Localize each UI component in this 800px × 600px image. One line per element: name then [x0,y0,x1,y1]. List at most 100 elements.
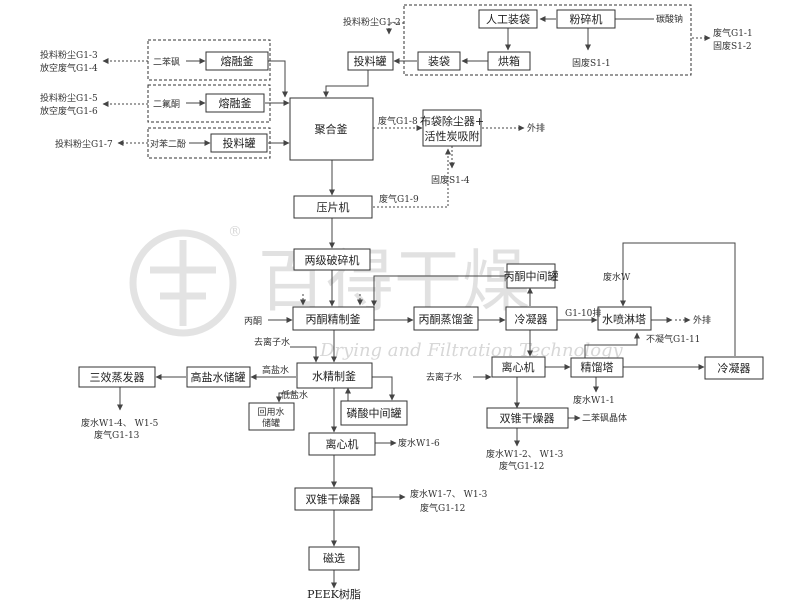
text-deionized-2: 去离子水 [426,371,462,383]
box-melt-kettle-2 [205,93,265,113]
group-sodium-carbonate [403,4,692,76]
label-crusher: 粉碎机 [570,12,603,26]
text-solid-s11: 固废S1-1 [572,57,611,69]
box-centrifuge-m [308,432,376,456]
box-water-spray [597,306,652,331]
box-acetone-refine [292,306,375,331]
box-feed-tank-left [210,133,268,153]
label-melt-kettle-1: 熔融釜 [221,54,254,68]
text-g113: 废气G1-13 [94,429,140,441]
label-centrifuge-m: 离心机 [326,437,359,451]
label-reuse-tank-1: 回用水 [257,406,284,418]
text-hydroquinone: 对苯二酚 [150,138,186,150]
text-high-salt: 高盐水 [262,364,289,376]
box-phosphoric-tank [340,400,408,426]
group-sulfone [147,39,271,81]
box-bag-filter [422,109,482,147]
label-tablet-press: 压片机 [317,200,350,214]
watermark-logo-icon [129,229,237,337]
box-double-cone-m [294,487,373,511]
solid-flows [117,16,736,589]
text-feed-dust-g17: 投料粉尘G1-7 [55,138,113,150]
label-drying-box: 烘箱 [498,54,520,68]
label-water-spray: 水喷淋塔 [602,313,646,326]
label-double-cone-r: 双锥干燥器 [500,412,555,425]
box-magnetic-sep [308,546,360,571]
label-bagging: 装袋 [428,54,450,68]
text-solid-s12: 固废S1-2 [713,40,752,52]
box-manual-bagging [478,9,538,29]
text-noncond-g111: 不凝气G1-11 [646,333,700,345]
label-condenser-1: 冷凝器 [515,312,548,326]
box-tablet-press [293,195,373,219]
text-g112-r: 废气G1-12 [499,460,544,472]
text-g13: 投料粉尘G1-3 [40,49,98,61]
label-acetone-refine: 丙酮精制釜 [306,312,361,326]
text-diphenyl-sulfone: 二苯砜 [153,56,180,68]
text-g14: 放空废气G1-4 [40,62,98,74]
text-difluoro: 二氟酮 [153,98,180,110]
box-double-cone-r [486,407,569,429]
text-gas-g18: 废气G1-8 [378,115,418,127]
text-w17-w13: 废水W1-7、 W1-3 [410,488,488,500]
label-acetone-tank: 丙酮中间罐 [504,270,559,283]
text-gas-g11: 废气G1-1 [713,27,753,39]
box-condenser-2 [704,356,764,380]
text-waste-water-w: 废水W [603,271,631,283]
label-polymer-kettle: 聚合釜 [315,122,348,136]
text-low-salt: 低盐水 [281,389,308,401]
text-waste-w16: 废水W1-6 [398,437,440,449]
box-acetone-tank [506,263,556,289]
text-g112-m: 废气G1-12 [420,502,465,514]
label-acetone-distill: 丙酮蒸馏釜 [419,312,474,326]
box-pulverizer [293,248,371,271]
text-sodium-carbonate: 碳酸钠 [656,13,683,25]
label-reuse-tank-2: 储罐 [262,417,280,429]
label-bag-filter-1: 布袋除尘器+ [420,114,484,128]
box-crusher [556,9,616,29]
label-bag-filter-2: 活性炭吸附 [425,129,480,143]
label-manual-bagging: 人工装袋 [486,12,530,26]
annotations: 碳酸钠 固废S1-1 废气G1-1 固废S1-2 投料粉尘G1-2 二苯砜 投料… [40,13,753,600]
text-waste-w11: 废水W1-1 [573,394,615,406]
label-pulverizer: 两级破碎机 [305,253,360,267]
text-g16: 放空废气G1-6 [40,105,98,117]
text-discharge-1: 外排 [527,122,545,134]
text-g15: 投料粉尘G1-5 [40,92,98,104]
text-acetone-in: 丙酮 [244,316,262,327]
text-feed-dust-g12: 投料粉尘G1-2 [343,16,401,28]
box-brine-tank [186,366,251,388]
label-brine-tank: 高盐水储罐 [191,370,246,384]
watermark: 百得干燥 Drying and Filtration Technology ® [129,224,624,361]
text-w14-w15: 废水W1-4、 W1-5 [81,417,159,429]
label-melt-kettle-2: 熔融釜 [219,96,252,110]
label-distill-tower: 精馏塔 [581,360,614,374]
watermark-reg: ® [228,224,242,240]
text-w12-w13: 废水W1-2、 W1-3 [486,448,564,460]
box-feed-tank-top [347,51,394,71]
label-feed-tank-left: 投料罐 [223,136,256,150]
text-discharge-2: 外排 [693,314,711,326]
label-double-cone-m: 双锥干燥器 [306,493,361,506]
box-water-refine [296,362,373,389]
box-polymer-kettle [289,97,374,161]
box-triple-evap [78,366,156,388]
box-acetone-distill [413,306,479,331]
watermark-logo-mark-icon [150,240,216,326]
text-g1-10: G1-10排 [565,307,601,319]
box-labels: 人工装袋 粉碎机 烘箱 装袋 投料罐 熔融釜 熔融釜 投料罐 聚合釜 布袋除尘器… [90,12,751,565]
watermark-en: Drying and Filtration Technology [319,340,624,361]
box-condenser-1 [505,306,558,331]
text-solid-s14: 固废S1-4 [431,174,470,186]
label-phosphoric-tank: 磷酸中间罐 [347,406,402,420]
label-magnetic-sep: 磁选 [323,552,345,565]
text-gas-g19: 废气G1-9 [379,193,419,205]
label-feed-tank-top: 投料罐 [354,54,387,68]
box-melt-kettle-1 [205,51,269,71]
label-centrifuge-r: 离心机 [502,360,535,374]
box-centrifuge-r [491,356,546,378]
box-reuse-tank [248,402,295,431]
label-triple-evap: 三效蒸发器 [90,370,145,384]
